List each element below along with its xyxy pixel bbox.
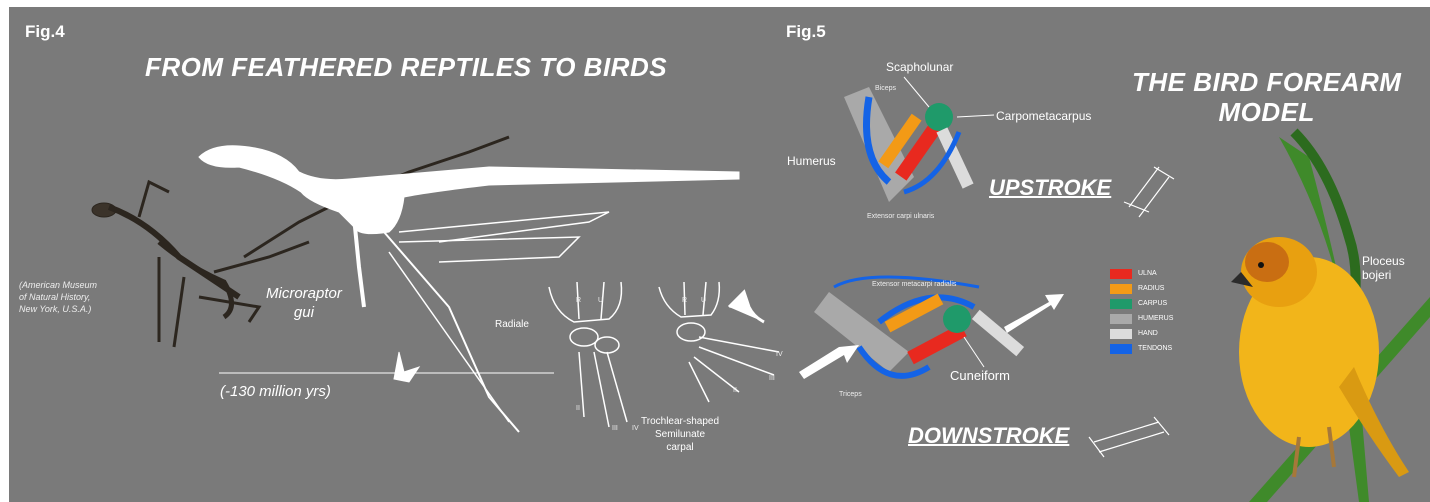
- digit-label-b: IV: [776, 351, 783, 358]
- fig5-title-line: THE BIRD FOREARM: [1132, 67, 1401, 97]
- semilunate-caption: Trochlear-shaped Semilunate carpal: [641, 415, 719, 454]
- downstroke-wing-sketch: [1089, 417, 1169, 457]
- age-label: (-130 million yrs): [220, 383, 331, 400]
- ploceus-line: bojeri: [1362, 268, 1405, 282]
- legend-swatch: [1110, 284, 1132, 294]
- digit-label-b: II: [733, 387, 737, 394]
- legend-swatch: [1110, 329, 1132, 339]
- fig4-title: FROM FEATHERED REPTILES TO BIRDS: [145, 52, 667, 83]
- radiale-label: Radiale: [495, 319, 529, 330]
- wrist-bone-sketch-b: [659, 282, 779, 402]
- legend-label: CARPUS: [1138, 300, 1167, 307]
- fig4-label: Fig.4: [25, 22, 65, 42]
- weaver-bird-photo: [1231, 132, 1430, 502]
- legend-label: HAND: [1138, 330, 1158, 337]
- extensor-radialis-label: Extensor metacarpi radialis: [872, 281, 956, 288]
- carpal-line: Semilunate: [641, 428, 719, 441]
- downstroke-label: DOWNSTROKE: [908, 423, 1069, 449]
- legend-item: HAND: [1110, 326, 1173, 341]
- biceps-label: Biceps: [875, 85, 896, 92]
- digit-r-label-a: R: [576, 297, 581, 304]
- extensor-ulnaris-label: Extensor carpi ulnaris: [867, 213, 934, 220]
- ploceus-line: Ploceus: [1362, 254, 1405, 268]
- ploceus-caption: Ploceus bojeri: [1362, 254, 1405, 282]
- figure-panel: Fig.4 FROM FEATHERED REPTILES TO BIRDS (…: [9, 7, 1430, 502]
- digit-r-label-b: R: [682, 297, 687, 304]
- digit-u-label-b: U: [701, 297, 706, 304]
- digit-label-a: III: [612, 425, 618, 432]
- digit-label-b: III: [769, 375, 775, 382]
- carpal-line: Trochlear-shaped: [641, 415, 719, 428]
- up-arrow: [1004, 294, 1064, 333]
- legend-swatch: [1110, 344, 1132, 354]
- museum-caption: (American Museum of Natural History, New…: [19, 279, 97, 315]
- legend-item: HUMERUS: [1110, 311, 1173, 326]
- scapholunar-label: Scapholunar: [886, 60, 953, 74]
- downstroke-model: [814, 277, 1024, 376]
- legend-item: CARPUS: [1110, 296, 1173, 311]
- legend-label: RADIUS: [1138, 285, 1164, 292]
- legend-item: TENDONS: [1110, 341, 1173, 356]
- legend-swatch: [1110, 269, 1132, 279]
- upstroke-model: [844, 77, 994, 202]
- digit-label-a: II: [576, 405, 580, 412]
- legend-swatch: [1110, 314, 1132, 324]
- wrist-bone-sketch-a: [549, 282, 627, 427]
- legend-label: TENDONS: [1138, 345, 1172, 352]
- legend-label: HUMERUS: [1138, 315, 1173, 322]
- rotation-arrow: [729, 292, 764, 322]
- legend-label: ULNA: [1138, 270, 1157, 277]
- carpometacarpus-label: Carpometacarpus: [996, 109, 1091, 123]
- digit-u-label-a: U: [598, 297, 603, 304]
- fig5-label: Fig.5: [786, 22, 826, 42]
- carpal-line: carpal: [641, 441, 719, 454]
- species-line: gui: [266, 303, 342, 322]
- cuneiform-label: Cuneiform: [950, 368, 1010, 383]
- upstroke-label: UPSTROKE: [989, 175, 1111, 201]
- museum-line: of Natural History,: [19, 291, 97, 303]
- species-line: Microraptor: [266, 284, 342, 303]
- museum-line: (American Museum: [19, 279, 97, 291]
- digit-label-a: IV: [632, 425, 639, 432]
- legend-item: RADIUS: [1110, 281, 1173, 296]
- down-arrow: [799, 345, 859, 379]
- legend-swatch: [1110, 299, 1132, 309]
- color-legend: ULNA RADIUS CARPUS HUMERUS HAND TENDONS: [1110, 266, 1173, 356]
- humerus-label: Humerus: [787, 154, 836, 168]
- fig5-title: THE BIRD FOREARM MODEL: [1132, 67, 1401, 127]
- upstroke-wing-sketch: [1124, 167, 1174, 217]
- museum-line: New York, U.S.A.): [19, 303, 97, 315]
- triceps-label: Triceps: [839, 391, 862, 398]
- fig5-title-line: MODEL: [1132, 97, 1401, 127]
- legend-item: ULNA: [1110, 266, 1173, 281]
- microraptor-caption: Microraptor gui: [266, 284, 342, 322]
